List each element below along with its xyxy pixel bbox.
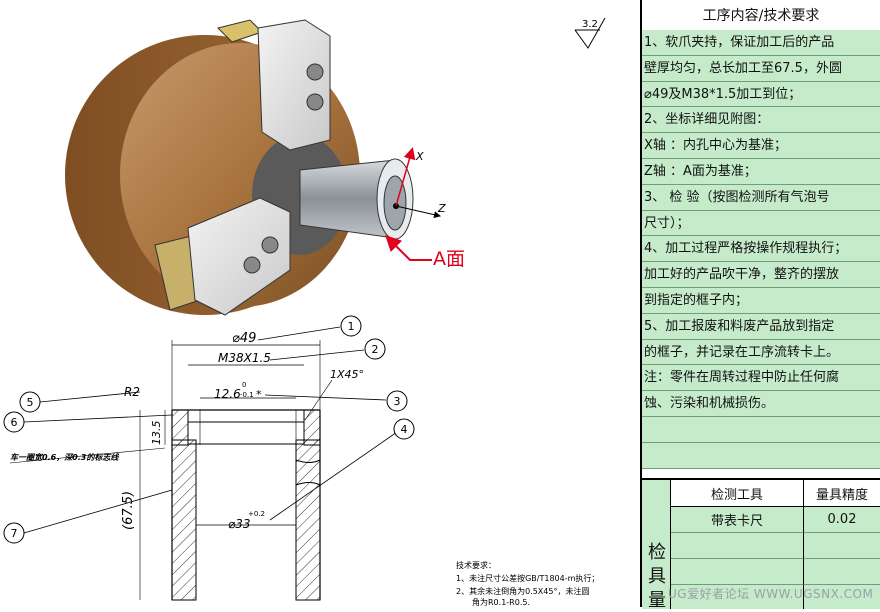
tech-req-2a: 2、其余未注倒角为0.5X45°，未注圆 <box>456 586 589 596</box>
requirement-line <box>642 416 880 443</box>
empty-cell <box>804 585 880 609</box>
svg-text:4: 4 <box>401 423 408 436</box>
requirement-line: 蚀、污染和机械损伤。 <box>642 391 880 417</box>
requirement-line <box>642 442 880 469</box>
precision-cell: 0.02 <box>804 507 880 533</box>
balloon-4: 4 <box>393 418 415 440</box>
svg-text:6: 6 <box>11 416 18 429</box>
balloon-7: 7 <box>3 522 25 544</box>
requirement-line: Z轴 ：A面为基准； <box>642 158 880 185</box>
requirement-line: 到指定的框子内； <box>642 287 880 314</box>
requirement-line: 壁厚均匀，总长加工至67.5，外圆 <box>642 55 880 82</box>
inspection-char: 具 <box>648 566 666 587</box>
balloon-3: 3 <box>386 390 408 412</box>
requirement-line: 4、加工过程严格按操作规程执行； <box>642 236 880 263</box>
tech-req-2b: 角为R0.1-R0.5. <box>472 597 530 607</box>
tol-bore-upper: 0 <box>242 381 246 389</box>
tool-cell: 带表卡尺 <box>671 507 804 533</box>
tol-bore-lower: -0.1 <box>240 391 254 399</box>
inspection-char: 量 <box>648 590 666 611</box>
x-axis-label: X <box>415 150 424 163</box>
drawing-canvas: X Z A面 3.2 ⌀49 M38X1.5 <box>3 17 606 607</box>
z-axis-label: Z <box>437 202 446 215</box>
svg-text:1: 1 <box>348 320 355 333</box>
empty-cell <box>804 533 880 559</box>
surface-roughness-symbol: 3.2 <box>574 17 606 49</box>
col-tool-header: 检测工具 <box>671 480 804 507</box>
svg-text:3: 3 <box>394 395 401 408</box>
z-axis-arrow <box>395 205 441 219</box>
chuck-illustration: X Z A面 <box>65 19 465 316</box>
balloon-6: 6 <box>3 411 25 433</box>
jaw-top <box>217 19 331 151</box>
workpiece <box>299 158 414 240</box>
tol-inner: +0.2 <box>248 510 265 518</box>
tech-req-title: 技术要求： <box>456 560 496 570</box>
dim-outer: ⌀49 <box>232 331 256 346</box>
dim-thread: M38X1.5 <box>218 351 271 365</box>
empty-cell <box>804 559 880 585</box>
tech-requirements: 技术要求： 1、未注尺寸公差按GB/T1804-m执行； 2、其余未注倒角为0.… <box>456 560 599 607</box>
requirement-line: 2、坐标详细见附图： <box>642 107 880 134</box>
requirement-line: 注：零件在周转过程中防止任何腐 <box>642 365 880 392</box>
col-precision-header: 量具精度 <box>804 480 880 507</box>
svg-text:7: 7 <box>11 527 18 540</box>
dim-bore-depth: 12.6 <box>214 387 241 401</box>
jaw-bottom <box>154 197 291 316</box>
inspection-label: 检 具 量 <box>642 480 671 611</box>
process-panel: 工序内容/技术要求 1、软爪夹持，保证加工后的产品 壁厚均匀，总长加工至67.5… <box>640 0 880 611</box>
requirement-line: 的框子，并记录在工序流转卡上。 <box>642 339 880 366</box>
requirement-line: 尺寸）； <box>642 210 880 237</box>
section-drawing: ⌀49 M38X1.5 12.6 0 -0.1 * 1X45° R2 13.5 … <box>9 326 401 601</box>
requirements-list: 1、软爪夹持，保证加工后的产品 壁厚均匀，总长加工至67.5，外圆 ⌀49及M3… <box>642 30 880 469</box>
balloon-2: 2 <box>364 338 386 360</box>
dim-chamfer: 1X45° <box>330 368 364 381</box>
balloon-1: 1 <box>340 315 362 337</box>
inspection-table: 检 具 量 检测工具 量具精度 带表卡尺 0.02 <box>642 478 880 611</box>
svg-text:5: 5 <box>27 396 34 409</box>
a-face-arrow <box>385 235 432 261</box>
inspection-char: 检 <box>648 542 666 563</box>
svg-text:2: 2 <box>372 343 379 356</box>
empty-cell <box>671 585 804 609</box>
panel-title: 工序内容/技术要求 <box>642 0 880 31</box>
dim-inner: ⌀33 <box>228 517 251 531</box>
x-axis-arrow <box>395 147 416 207</box>
watermark: UG爱好者论坛 WWW.UGSNX.COM <box>668 587 874 601</box>
tech-req-1: 1、未注尺寸公差按GB/T1804-m执行； <box>456 573 599 583</box>
dim-thread-length: 13.5 <box>150 421 163 446</box>
bore-depth-mark: * <box>256 388 262 401</box>
dim-radius: R2 <box>124 385 140 399</box>
requirement-line: 3、 检 验（按图检测所有气泡号 <box>642 184 880 211</box>
requirement-line: ⌀49及M38*1.5加工到位； <box>642 81 880 108</box>
drawing-area: X Z A面 3.2 ⌀49 M38X1.5 <box>3 17 606 607</box>
requirement-line: 加工好的产品吹干净，整齐的摆放 <box>642 262 880 288</box>
requirement-line: X轴 ：内孔中心为基准； <box>642 133 880 159</box>
requirement-line: 1、软爪夹持，保证加工后的产品 <box>642 30 880 56</box>
empty-cell <box>671 559 804 585</box>
roughness-value: 3.2 <box>582 19 598 30</box>
balloon-5: 5 <box>19 391 41 413</box>
a-face-label: A面 <box>433 248 465 270</box>
dim-total-length: (67.5) <box>121 491 136 530</box>
empty-cell <box>671 533 804 559</box>
requirement-line: 5、加工报废和料废产品放到指定 <box>642 313 880 340</box>
